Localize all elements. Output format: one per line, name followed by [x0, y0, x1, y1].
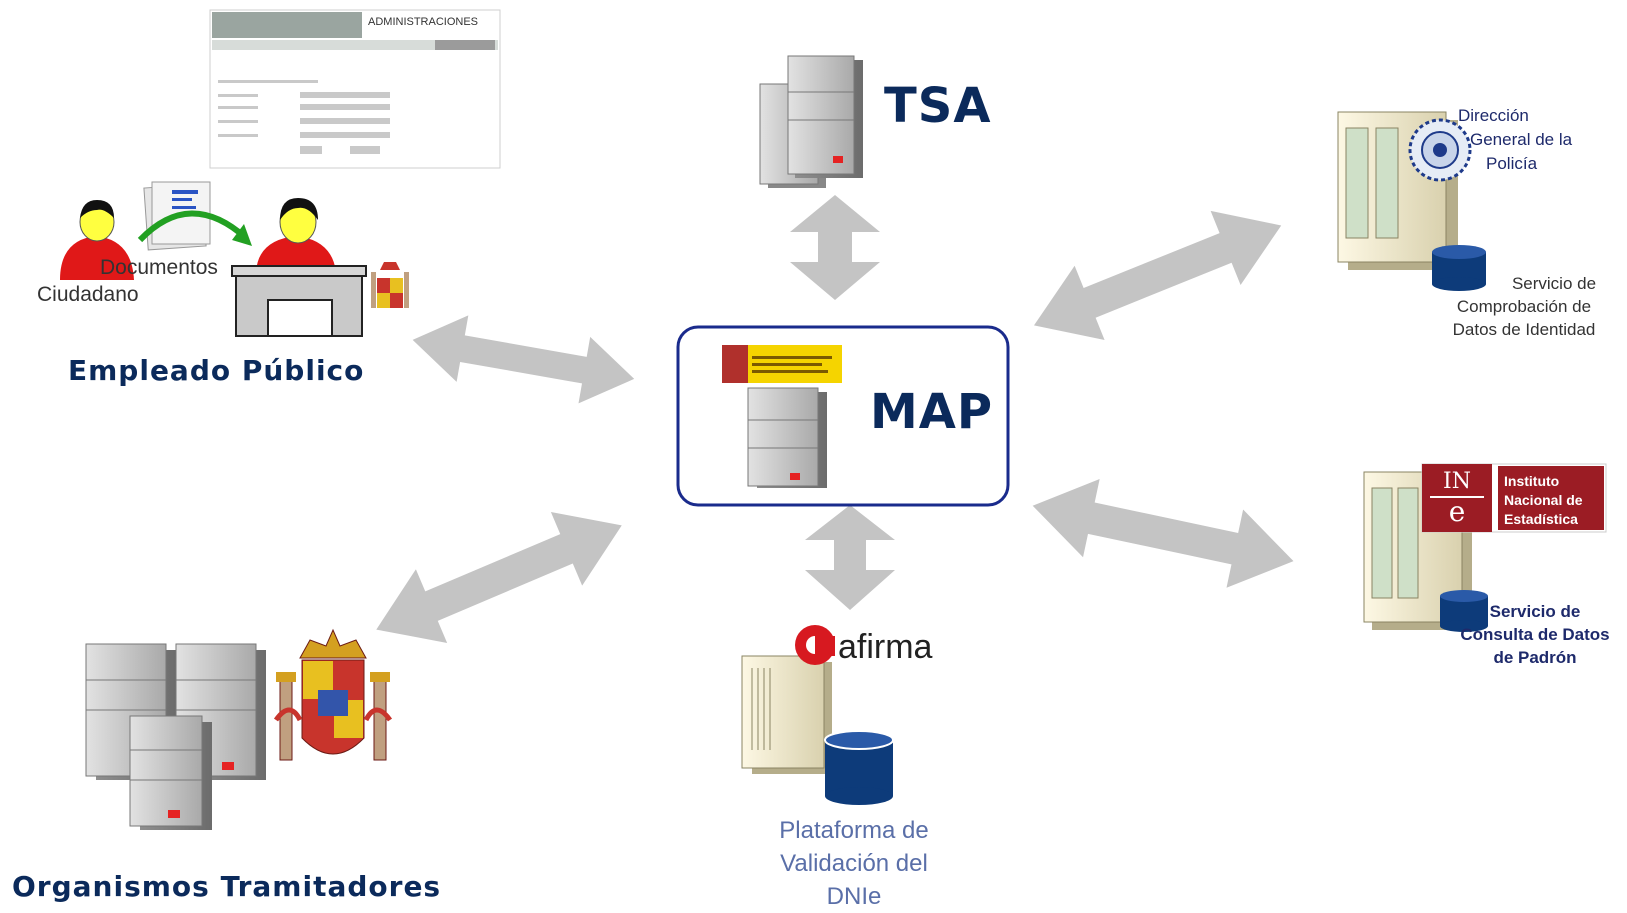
ine-caption: Servicio de Consulta de Datos de Padrón [1446, 600, 1624, 669]
ine-caption-line-3: de Padrón [1493, 648, 1577, 667]
ciudadano-label: Ciudadano [37, 283, 139, 306]
ine-logo-line-2: Nacional de [1504, 492, 1583, 508]
police-badge-icon [1408, 118, 1472, 182]
coat-of-arms-large-icon [273, 628, 393, 761]
ine-logo-icon [1421, 463, 1607, 533]
afirma-caption-line-1: Plataforma de [779, 817, 929, 844]
afirma-server-icon [741, 655, 832, 774]
dgp-logo-line-3: Policía [1486, 154, 1538, 173]
arrow-tsa-map [790, 195, 880, 300]
ine-logo-text: Instituto Nacional de Estadística [1504, 472, 1583, 529]
documentos-label: Documentos [100, 256, 218, 279]
coat-of-arms-small-icon [371, 262, 409, 308]
tsa-label: TSA [884, 78, 992, 134]
dgp-database-icon [1432, 245, 1486, 291]
ine-mark-line-2: e [1448, 495, 1466, 528]
dgp-logo-line-1: Dirección [1458, 106, 1529, 125]
afirma-caption-line-3: DNIe [826, 883, 882, 910]
empleado-person-icon [256, 198, 336, 272]
ine-caption-line-2: Consulta de Datos [1460, 625, 1610, 644]
arrow-organismos-map [360, 488, 638, 667]
afirma-logo-text: afirma [838, 628, 933, 666]
ministry-logo-icon [722, 345, 842, 383]
tsa-server-icon [759, 55, 863, 188]
afirma-database-icon [824, 730, 894, 805]
desk-icon [231, 265, 367, 337]
connection-arrows [360, 188, 1302, 667]
dgp-logo-text: Dirección General de la Policía [1458, 104, 1572, 176]
afirma-caption: Plataforma de Validación del DNIe [744, 814, 964, 913]
map-label: MAP [870, 384, 994, 440]
ine-logo-line-3: Estadística [1504, 511, 1578, 527]
dgp-logo-line-2: General de la [1470, 130, 1573, 149]
arrow-map-afirma [805, 505, 895, 610]
arrow-empleado-map [406, 306, 641, 413]
arrow-map-dgp [1018, 188, 1297, 363]
organismos-tramitadores-label: Organismos Tramitadores [12, 870, 442, 903]
dgp-caption: Servicio de Comprobación de Datos de Ide… [1426, 272, 1622, 341]
dgp-caption-line-1: Servicio de [1511, 274, 1597, 293]
ine-caption-line-1: Servicio de [1489, 602, 1581, 621]
ine-database-icon [1440, 590, 1488, 632]
ine-logo-line-1: Instituto [1504, 473, 1560, 489]
ciudadano-person-icon [60, 200, 134, 280]
map-server-icon [747, 387, 827, 488]
afirma-logo-icon [795, 625, 835, 665]
dgp-caption-line-3: Datos de Identidad [1452, 320, 1596, 339]
ine-mark-line-1: IN [1430, 468, 1484, 498]
arrow-map-ine [1024, 466, 1302, 601]
dgp-caption-line-2: Comprobación de [1456, 297, 1592, 316]
organismos-servers-icon [85, 643, 266, 830]
ine-mark: IN e [1430, 468, 1484, 526]
form-header-text: ADMINISTRACIONES [368, 16, 479, 28]
transfer-arrow-icon [137, 210, 248, 243]
empleado-publico-label: Empleado Público [68, 354, 365, 387]
web-form-screenshot [209, 9, 501, 169]
afirma-caption-line-2: Validación del [780, 850, 928, 877]
